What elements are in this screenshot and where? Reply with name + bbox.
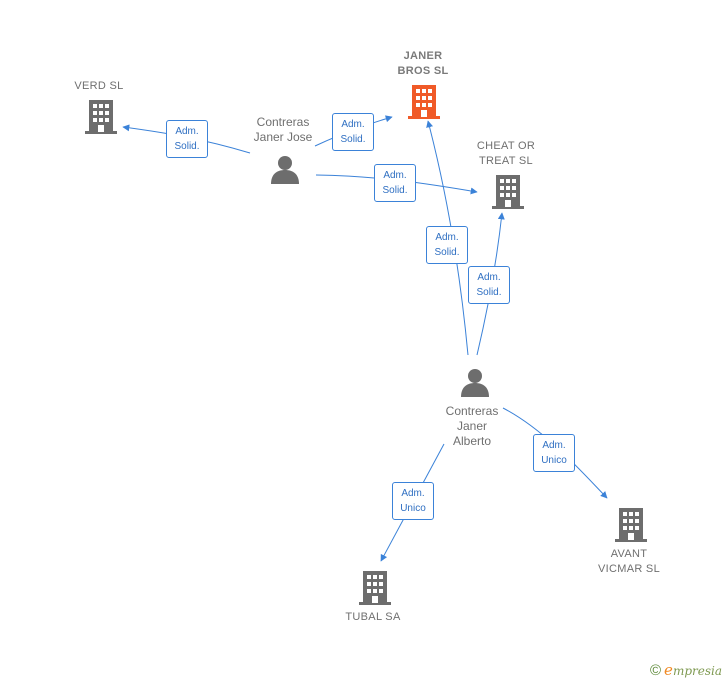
building-icon[interactable] xyxy=(492,175,524,209)
edge-role-line: Solid. xyxy=(174,141,200,152)
person-label-contreras-janer-alberto[interactable]: Contreras Janer Alberto xyxy=(445,404,499,448)
edge-role-line: Solid. xyxy=(476,287,502,298)
edge-role-line: Solid. xyxy=(382,185,408,196)
edge-role-line: Adm. xyxy=(435,232,459,243)
brand-initial: e xyxy=(664,661,673,679)
edge-role-line: Unico xyxy=(400,503,426,514)
company-label-cheat-or-treat[interactable]: CHEAT OR TREAT SL xyxy=(476,140,536,167)
edge-label-alberto-janer[interactable]: Adm. Solid. xyxy=(426,226,468,264)
copyright-icon: © xyxy=(649,661,662,679)
building-icon[interactable] xyxy=(85,100,117,134)
person-label-contreras-janer-jose[interactable]: Contreras Janer Jose xyxy=(253,115,313,144)
edge-label-alberto-avant[interactable]: Adm. Unico xyxy=(533,434,575,472)
company-label-avant-vicmar[interactable]: AVANT VICMAR SL xyxy=(598,548,660,575)
brand-name: mpresia xyxy=(672,664,722,678)
edge-role-line: Adm. xyxy=(383,170,407,181)
edge-role-line: Adm. xyxy=(175,126,199,137)
person-icon[interactable] xyxy=(270,155,300,185)
company-label-janer-bros[interactable]: JANER BROS SL xyxy=(397,50,449,77)
edge-label-alberto-cheat[interactable]: Adm. Solid. xyxy=(468,266,510,304)
edge-role-line: Adm. xyxy=(542,440,566,451)
building-icon[interactable] xyxy=(359,571,391,605)
empresia-logo[interactable]: © empresia xyxy=(650,661,722,679)
company-label-tubal[interactable]: TUBAL SA xyxy=(345,611,401,623)
edge-role-line: Unico xyxy=(541,455,567,466)
edge-label-jose-verd[interactable]: Adm. Solid. xyxy=(166,120,208,158)
edge-label-jose-janer[interactable]: Adm. Solid. xyxy=(332,113,374,151)
building-icon[interactable] xyxy=(408,85,440,119)
building-icon[interactable] xyxy=(615,508,647,542)
edge-label-alberto-tubal[interactable]: Adm. Unico xyxy=(392,482,434,520)
company-label-verd[interactable]: VERD SL xyxy=(74,80,124,92)
person-icon[interactable] xyxy=(460,368,490,398)
edge-role-line: Solid. xyxy=(434,247,460,258)
edge-role-line: Adm. xyxy=(341,119,365,130)
edge-role-line: Adm. xyxy=(401,488,425,499)
edge-role-line: Solid. xyxy=(340,134,366,145)
edge-label-jose-cheat[interactable]: Adm. Solid. xyxy=(374,164,416,202)
edge-role-line: Adm. xyxy=(477,272,501,283)
